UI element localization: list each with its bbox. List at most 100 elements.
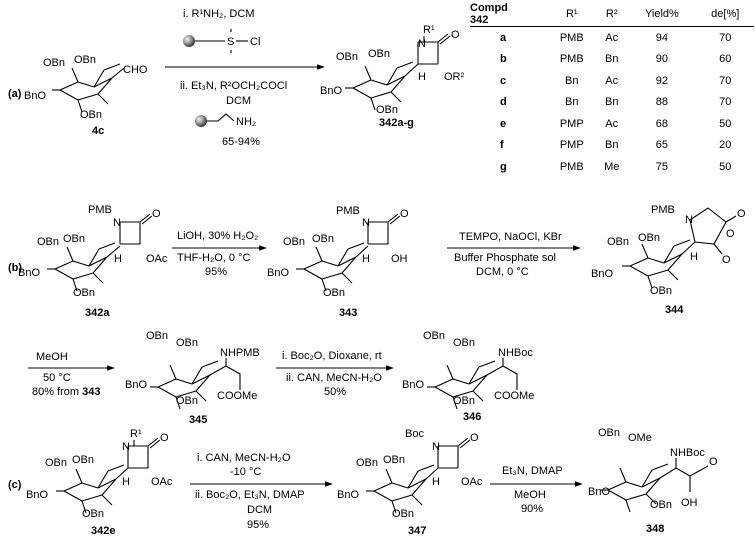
sulfonyl-atom: S [227,36,234,48]
cell-de: 70 [719,96,732,109]
table-header-row: Compd 342 R¹ R² Yield% de[%] [470,2,754,27]
cell-r1: PMP [559,117,584,130]
carbonyl-oxygen: O [152,208,161,220]
ring-atom: N [418,38,426,50]
carbonyl-oxygen: O [470,432,479,444]
substituent: BnO [591,268,613,280]
substituent: OH [391,253,408,265]
substituent: OBn [392,508,414,520]
cell-yield: 94 [655,31,669,44]
condition-text: ii. Boc₂O, Et₃N, DMAP [195,489,305,501]
header-r2: R² [596,2,628,27]
cell-id: f [500,139,504,152]
cell-id: c [500,74,507,87]
substituent: BnO [337,489,359,501]
substituent: NHPMB [220,347,260,359]
substituent: BnO [320,85,342,97]
substituent: OBn [312,233,334,245]
substituent: OBn [383,454,405,466]
cell-id: g [500,160,507,173]
cell-id: d [500,96,507,109]
cell-de: 50 [719,160,732,173]
substituent: OBn [45,457,67,469]
substituent: OBn [146,330,168,342]
header-yield: Yield% [627,2,697,27]
cell-de: 50 [719,117,732,130]
ring-oxygen: O [726,228,735,240]
compound-4c: OBn OBn BnO OBn CHO 4c [24,54,148,137]
ring-atom: N [362,217,370,229]
substituent: O [709,456,718,468]
condition-yield: 65-94% [222,136,260,148]
cell-yield: 92 [655,74,669,87]
condition-text: MeOH [36,351,68,363]
ring-atom: N [122,441,130,453]
resin-bead-icon [183,35,195,47]
substituent: PMB [88,204,112,216]
compound-342e: R¹ N O OBn OBn BnO OBn H OAc 342e [26,428,173,537]
substituent: OBn [72,454,94,466]
substituent: H [362,253,370,265]
substituent: OBn [423,330,445,342]
cell-id: e [500,117,507,130]
condition-text: TEMPO, NaOCl, KBr [459,231,562,243]
conditions-c-step1: i. CAN, MeCN-H₂O -10 °C ii. Boc₂O, Et₃N,… [190,452,333,531]
substituent: OBn [376,104,398,116]
substituent: OBn [176,337,198,349]
compound-344: PMB N O O O OBn OBn BnO OBn H 344 [591,204,746,316]
cell-r2: Me [604,160,620,173]
conditions-b-step1: LiOH, 30% H₂O₂ THF-H₂O, 0 °C 95% [172,230,267,278]
cell-r1: PMP [559,139,584,152]
compound-348: OBn OMe NHBoc O BnO OBn OH 348 [588,427,718,535]
condition-text: DCM [226,95,251,107]
substituent: OBn [638,232,660,244]
substituent: OBn [43,57,65,69]
substituent: COOMe [217,390,257,402]
condition-text: Buffer Phosphate sol [454,252,556,264]
substituent: OBn [607,236,629,248]
substituent: OBn [176,395,198,407]
conditions-b-step2: TEMPO, NaOCl, KBr Buffer Phosphate sol D… [447,231,581,278]
compound-id: 348 [646,523,664,535]
cell-r1: Bn [565,74,579,87]
cell-yield: 75 [655,160,669,173]
ring-atom: N [113,217,121,229]
substituent: BnO [18,267,40,279]
cell-de: 70 [719,74,732,87]
panel-a-label: (a) [8,88,22,100]
cell-id: b [500,53,507,66]
cell-yield: 65 [655,139,669,152]
header-r1: R¹ [547,2,597,27]
cell-yield: 68 [655,117,669,130]
compound-id: 343 [339,307,357,319]
substituent: BnO [26,489,48,501]
carbonyl-oxygen: O [737,208,746,220]
substituent: COOMe [494,390,534,402]
substituent: BnO [24,90,46,102]
substituent: R¹ [423,24,435,36]
substituent: NHBoc [498,347,533,359]
conditions-c-step2: Et₃N, DMAP MeOH 90% [490,465,583,515]
compound-342a-g: OBn OBn BnO OBn R¹ N O H OR² 342a-g [320,24,465,129]
ring-atom: N [432,441,440,453]
cell-de: 20 [719,139,732,152]
condition-text: i. R¹NH₂, DCM [183,8,254,20]
panel-c-label: (c) [8,479,22,491]
substituent: PMB [336,205,360,217]
carbonyl-oxygen: O [722,254,731,266]
compound-346: OBn OBn NHBoc BnO OBn COOMe 346 [402,330,534,423]
header-compd: Compd 342 [470,2,548,27]
cell-r2: Bn [604,139,619,152]
substituent: OAc [461,476,483,488]
header-de: de[%] [696,2,754,27]
substituent: H [690,251,698,263]
substituent: OBn [356,457,378,469]
substituent: OBn [323,287,345,299]
condition-text: THF-H₂O, 0 °C [177,252,251,264]
carbonyl-oxygen: O [451,29,460,41]
substituent: H [122,476,130,488]
